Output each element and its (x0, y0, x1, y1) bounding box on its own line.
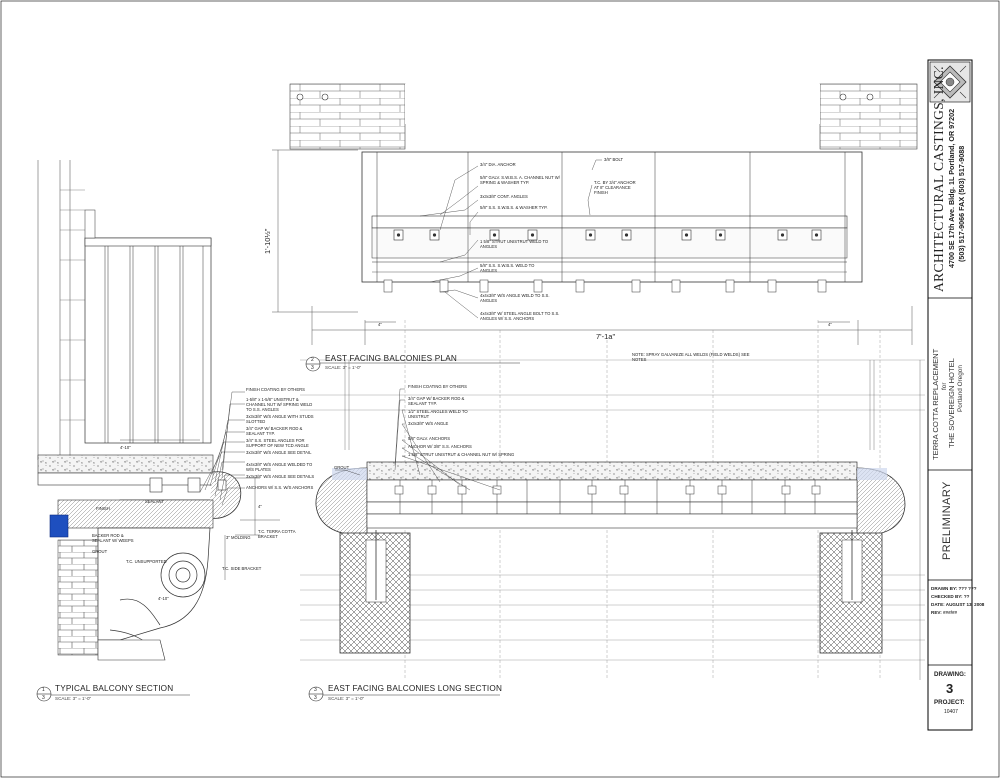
section-callout: 3x3x3/8" W/S ANGLE SEE DETAIL (246, 450, 312, 455)
title-block (927, 59, 973, 731)
plan-left-end-dim: 4" (378, 322, 382, 327)
section-lower-callout: SEALANT (145, 499, 165, 504)
section-lower-callout: T.C. SIDE BRACKET (222, 566, 262, 571)
plan-callout: 1 5/8" STRUT UNISTRUT WELD TO ANGLES (480, 239, 549, 250)
section-bottom-dim: 4'-10" (158, 596, 169, 601)
project-line-1: TERRA COTTA REPLACEMENT (931, 348, 940, 460)
section-lower-callout: T.C. TERRA COTTA BRACKET (258, 529, 296, 540)
section-lower-callout: FINISH (96, 506, 110, 511)
project-line-2: THE SOVEREIGN HOTEL (947, 358, 956, 448)
section-lower-callout: T.C. UNSUPPORTED (126, 559, 167, 564)
section-right-dim: 4" (258, 504, 262, 509)
plan-note: NOTE: SPRAY GALVANIZE ALL WELDS (FIELD W… (632, 352, 750, 363)
section-lower-callout: BACKER ROD & SEALANT W/ WEEPS (92, 533, 134, 544)
terra-cotta-logo-icon (929, 61, 971, 103)
plan-callout: 5/8" GALV. S.W.B.S. A. CHANNEL NUT W/ SP… (480, 175, 560, 186)
plan-callout-right: T.C. BY 3/4" ANCHOR AT 8" CLEARANCE FINI… (594, 180, 636, 196)
long-callout: 3x3x3/8" W/S ANGLE (408, 421, 449, 426)
project-number: 10407 (944, 709, 958, 715)
section-callout: 3/4" GAP W/ BACKER ROD & SEALANT TYP. (246, 426, 303, 437)
long-callout: 1/2" STEEL ANGLES WELD TO UNISTRUT (408, 409, 468, 420)
balconies-plan (272, 83, 918, 680)
plan-depth-dim: 1'-10½" (263, 228, 272, 254)
drawing-date: DATE: AUGUST 13, 2008 (931, 602, 985, 607)
plan-callout: 3/4" DIA. ANCHOR (480, 162, 516, 167)
long-view-title: EAST FACING BALCONIES LONG SECTION (328, 684, 503, 693)
section-callout: FINISH COATING BY OTHERS (246, 387, 305, 392)
plan-right-end-dim: 4" (828, 322, 832, 327)
drawing-label: DRAWING: (934, 671, 966, 678)
plan-callout: 5/8" S.S. S.W.B.S. & WASHER TYP. (480, 205, 548, 210)
project-location: Portland Oregon (957, 365, 964, 412)
section-callout: 3x3x3/8" W/S ANGLE WITH STUDS SLOTTED (246, 414, 314, 425)
blue-grout-block (49, 514, 69, 538)
revision: REV: ###/## (931, 610, 958, 615)
section-callout: 4x4x3/8" W/S ANGLE WELDED TO W/S PLATES (246, 462, 313, 473)
balconies-long-section (300, 359, 925, 696)
plan-view-number: 2 (311, 357, 314, 363)
section-callout: 3/4" S.S. STEEL ANGLES FOR SUPPORT OF NE… (246, 438, 309, 449)
section-width-dim: 4'-10" (120, 445, 131, 450)
long-view-number: 3 (314, 687, 317, 693)
long-callout: ANCHOR W/ 3/8" S.S. ANCHORS (408, 444, 472, 449)
long-callout: 5/8" GALV. ANCHORS (408, 436, 450, 441)
plan-view-title: EAST FACING BALCONIES PLAN (325, 354, 457, 363)
grout-label: GROUT (334, 465, 350, 470)
section-lower-callout: 3" MOLDING (226, 535, 251, 540)
detail-bubble-icon (36, 356, 324, 702)
drawn-by: DRAWN BY: ??? ??? (931, 586, 977, 591)
drawing-number: 3 (946, 681, 954, 696)
section-callout: 1-5/8" x 1-5/8" UNISTRUT & CHANNEL NUT W… (246, 397, 313, 413)
company-phone: (503) 517-9066 FAX (503) 517-9088 (957, 145, 966, 262)
section-view-number: 1 (42, 687, 45, 693)
typical-balcony-section (37, 160, 280, 696)
long-callout: FINISH COATING BY OTHERS (408, 384, 467, 389)
section-lower-callout: GROUT (92, 549, 108, 554)
plan-length-dim: 7'-1a" (596, 332, 616, 341)
long-callout: 1 5/8" STRUT UNISTRUT & CHANNEL NUT W/ S… (408, 452, 515, 457)
plan-callout: 4x4x3/8" W/S ANGLE WELD TO S.S. ANGLES (480, 293, 550, 304)
section-view-title: TYPICAL BALCONY SECTION (55, 684, 174, 693)
plan-view-scale: SCALE: 3" = 1'-0" (325, 365, 362, 370)
plan-callout-right: 3/8" BOLT (604, 157, 624, 162)
section-callout: ANCHORS W/ S.S. W/S ANCHORS (246, 485, 314, 490)
plan-callout: 4x4x3/8" W/ STEEL ANGLE BOLT TO S.S. ANG… (480, 311, 560, 322)
plan-callout: 5/8" S.S. S.W.B.S. WELD TO ANGLES (480, 263, 535, 274)
company-address: 4700 SE 17th Ave. Bldg. 1L Portland, OR … (947, 108, 956, 268)
long-view-scale: SCALE: 3" = 1'-0" (328, 696, 365, 701)
plan-view-sheet: 3 (311, 365, 314, 371)
project-label: PROJECT: (934, 699, 965, 706)
company-name: ARCHITECTURAL CASTINGS, INC. (931, 66, 946, 292)
section-callout: 3x3x3/8" W/S ANGLE SEE DETAILS (246, 474, 315, 479)
checked-by: CHECKED BY: ?? (931, 594, 970, 599)
plan-callout: 3x3x3/8" CONT. ANGLES (480, 194, 528, 199)
status-label: PRELIMINARY (941, 481, 953, 560)
section-view-sheet: 3 (42, 695, 45, 701)
long-callout: 3/4" GAP W/ BACKER ROD & SEALANT TYP. (408, 396, 465, 407)
long-view-sheet: 3 (314, 695, 317, 701)
section-view-scale: SCALE: 3" = 1'-0" (55, 696, 92, 701)
